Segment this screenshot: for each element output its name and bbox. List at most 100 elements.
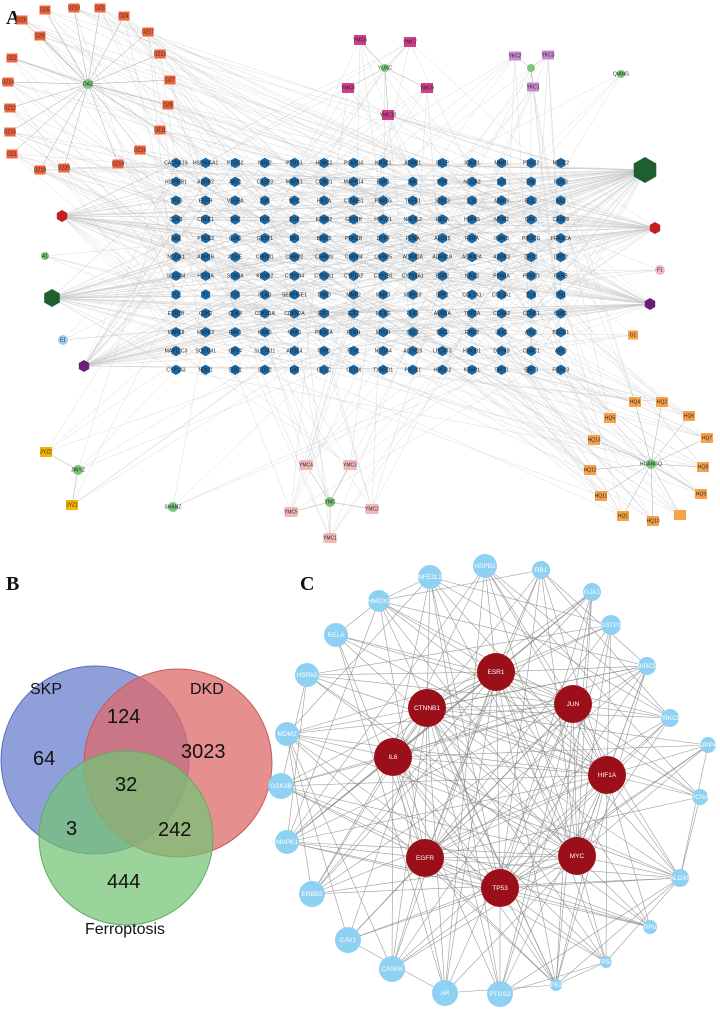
network-edge: [51, 297, 177, 370]
ppi-edge: [424, 665, 648, 859]
ppi-node: RELA: [324, 623, 348, 647]
ppi-edge: [391, 703, 574, 970]
ppi-node-label: HMOX1: [367, 598, 391, 605]
compound-node: SHANZ: [165, 502, 181, 512]
network-edge: [83, 238, 206, 367]
compound-node: DZ9: [34, 31, 46, 41]
target-label: ICAM1: [464, 161, 480, 167]
network-edge: [205, 313, 702, 495]
ppi-edge: [495, 624, 612, 673]
ppi-node: CASP8: [379, 956, 405, 982]
target-node: PRKACA: [551, 233, 572, 244]
network-edge: [235, 181, 704, 468]
network-edge: [175, 162, 624, 517]
network-edge: [71, 219, 473, 506]
target-label: SIRT3: [524, 368, 538, 374]
ppi-edge: [576, 744, 709, 857]
target-node: ATF3: [555, 345, 567, 357]
ppi-node-label: PCNA: [691, 794, 710, 801]
ppi-node-label: HIF1A: [598, 772, 617, 779]
network-edge: [235, 181, 702, 495]
target-label: FOS: [260, 217, 271, 223]
target-label: RXRB: [554, 274, 569, 280]
ppi-node: PRKCB: [659, 709, 681, 727]
target-node: CYP1A3: [166, 364, 186, 375]
target-label: CASP8: [553, 217, 570, 223]
target-node: ADRB3: [493, 251, 510, 263]
ppi-node-label: GJA1: [584, 589, 601, 596]
ppi-edge: [429, 576, 501, 995]
network-edge: [83, 200, 473, 367]
target-node: CASP3: [257, 176, 273, 187]
target-label: MMP2: [346, 292, 361, 298]
compound-node: YMC: [324, 497, 336, 507]
network-edge: [205, 238, 331, 539]
target-node: PTGS2: [523, 157, 540, 169]
network-edge: [501, 313, 702, 495]
compound-node: HQ11: [595, 491, 608, 501]
network-edge: [531, 350, 611, 419]
ppi-edge: [495, 671, 701, 798]
ppi-edge: [429, 576, 608, 776]
target-node: CHRM2: [286, 251, 304, 263]
network-edge: [531, 169, 646, 370]
ppi-edge: [392, 756, 681, 879]
ppi-edge: [286, 600, 380, 843]
ppi-edge: [311, 707, 428, 895]
ppi-hub-node: CTNNB1: [408, 689, 446, 727]
network-edge: [44, 9, 89, 85]
network-edge: [147, 31, 177, 201]
network-edge: [61, 181, 236, 217]
venn-label-ferroptosis: Ferroptosis: [85, 921, 165, 938]
ppi-edge: [605, 774, 608, 963]
network-edge: [294, 87, 428, 239]
compound-node: YMC3: [343, 460, 357, 470]
network-edge: [560, 200, 656, 229]
target-label: PTEN: [347, 330, 361, 336]
network-edge: [172, 369, 502, 508]
ppi-node-label: ERBB2: [301, 891, 323, 898]
compound-node: DZ8: [162, 100, 174, 110]
network-edge: [73, 7, 89, 85]
network-edge: [7, 81, 265, 258]
compound-node: DZ5: [39, 5, 51, 15]
target-node: IL1B: [467, 195, 478, 206]
target-label: KEAP1: [464, 368, 480, 374]
target-label: ERBB2: [316, 217, 333, 223]
ppi-hub-node: MYC: [558, 837, 596, 875]
target-node: PLA2G4: [344, 157, 363, 169]
node-label: YMC: [324, 500, 336, 506]
target-node: PCNA: [406, 233, 420, 244]
network-edge: [175, 55, 516, 258]
target-node: SLC7A11: [254, 345, 276, 357]
target-label: JUN: [260, 198, 270, 204]
target-label: CHRM3: [315, 255, 333, 261]
target-label: SLC6A4: [167, 274, 186, 280]
node-label: HUANGQ: [640, 462, 662, 468]
hub-node: [78, 360, 90, 372]
network-edge: [353, 369, 663, 403]
network-edge: [323, 227, 656, 370]
target-label: HMGB1: [463, 349, 481, 355]
target-node: PTEN: [347, 327, 361, 338]
ppi-edge: [391, 756, 394, 970]
network-edge: [634, 401, 652, 465]
node-label: YKC1: [526, 85, 539, 91]
target-node: GCLM: [346, 364, 361, 375]
target-node: NR3C2: [553, 157, 569, 169]
panel-c-letter: C: [300, 573, 314, 595]
ppi-hub-node: JUN: [554, 685, 592, 723]
compound-node: DZ20: [58, 163, 70, 173]
target-node: RB1: [290, 233, 299, 244]
target-label: IL1B: [467, 198, 478, 204]
ppi-edge: [311, 591, 593, 895]
target-label: AKT1: [229, 180, 242, 186]
ppi-node: MAPK1: [275, 830, 299, 854]
target-node: HIF1A: [317, 195, 332, 206]
network-edge: [501, 169, 646, 295]
target-node: FTH1: [347, 345, 360, 357]
network-edge: [51, 275, 443, 299]
target-node: RAF1: [229, 327, 242, 338]
target-label: CACNA1S: [164, 161, 188, 167]
